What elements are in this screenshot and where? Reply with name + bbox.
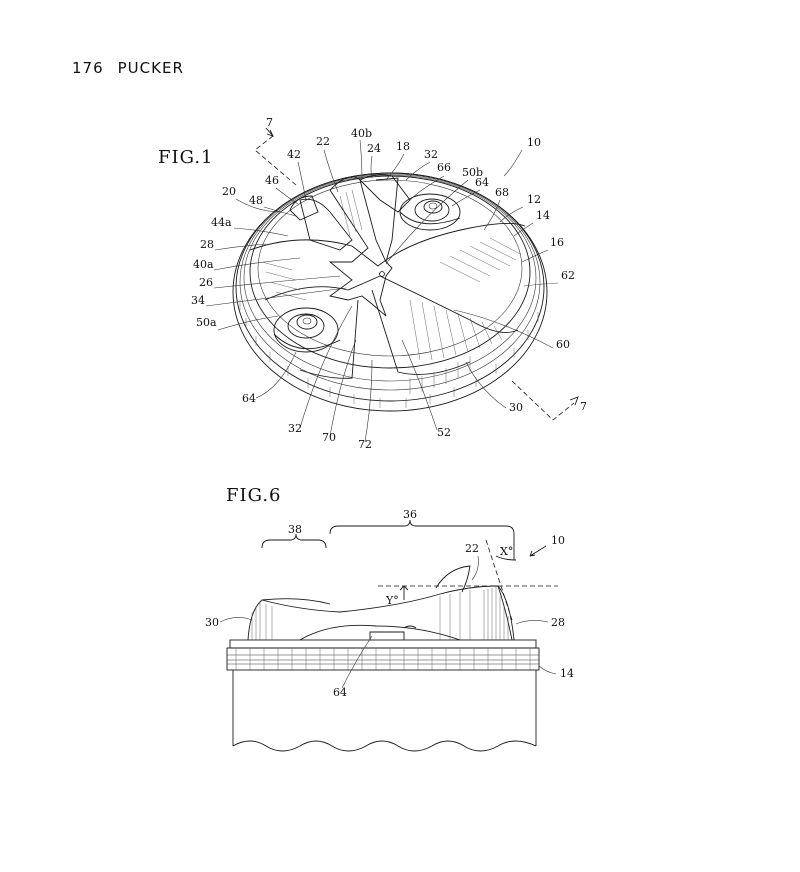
vent-plug-upper bbox=[399, 193, 461, 231]
section-line-bottom bbox=[511, 380, 579, 421]
fig6-leaders bbox=[219, 545, 557, 689]
reference-label: 70 bbox=[322, 431, 336, 444]
reference-label: 64 bbox=[475, 176, 489, 189]
reference-label: Y° bbox=[385, 594, 399, 607]
rim-band bbox=[226, 639, 540, 671]
reference-label: 28 bbox=[551, 616, 565, 629]
reference-label: 22 bbox=[465, 542, 479, 555]
reference-label: 16 bbox=[550, 236, 564, 249]
reference-label: 30 bbox=[509, 401, 523, 414]
fig6-drawing: FIG.6 bbox=[205, 485, 574, 752]
fig6-labels: 38 36 22 X° 10Y° 30 28 14 64 bbox=[205, 508, 574, 699]
reference-label: 50a bbox=[196, 316, 217, 329]
page-number: 176 bbox=[72, 59, 104, 77]
reference-label: 10 bbox=[527, 136, 541, 149]
reference-label: 24 bbox=[367, 142, 381, 155]
reference-label: 12 bbox=[527, 193, 541, 206]
lid-profile bbox=[247, 565, 515, 641]
reference-label: 30 bbox=[205, 616, 219, 629]
reference-label: 32 bbox=[424, 148, 438, 161]
reference-label: 48 bbox=[249, 194, 263, 207]
fig6-title: FIG.6 bbox=[226, 485, 282, 506]
reference-label: 64 bbox=[242, 392, 256, 405]
reference-label: 14 bbox=[560, 667, 574, 680]
reference-label: 36 bbox=[403, 508, 417, 521]
cup-body bbox=[232, 670, 537, 752]
fig1-leaders bbox=[205, 139, 559, 443]
reference-label: 10 bbox=[551, 534, 565, 547]
reference-label: 40b bbox=[351, 127, 372, 140]
reference-label: 22 bbox=[316, 135, 330, 148]
reference-label: 32 bbox=[288, 422, 302, 435]
fig1-title: FIG.1 bbox=[158, 147, 214, 168]
section-line-top bbox=[254, 127, 297, 186]
reference-label: 72 bbox=[358, 438, 372, 451]
reference-label: 38 bbox=[288, 523, 302, 536]
reference-label: 18 bbox=[396, 140, 410, 153]
reference-label: 50b bbox=[462, 166, 483, 179]
reference-label: 34 bbox=[191, 294, 205, 307]
page-header: 176 PUCKER bbox=[72, 59, 198, 77]
dimension-brackets bbox=[261, 519, 515, 560]
angle-lines bbox=[378, 539, 558, 621]
lid-interior bbox=[249, 223, 526, 394]
reference-label: 28 bbox=[200, 238, 214, 251]
page-title: PUCKER bbox=[117, 59, 184, 77]
fig1-drawing: FIG.1 bbox=[158, 116, 587, 451]
reference-label: 42 bbox=[287, 148, 301, 161]
reference-label: 46 bbox=[265, 174, 279, 187]
reference-label: 66 bbox=[437, 161, 451, 174]
reference-label: 40a bbox=[193, 258, 214, 271]
reference-label: 68 bbox=[495, 186, 509, 199]
reference-label: 60 bbox=[556, 338, 570, 351]
reference-label: 20 bbox=[222, 185, 236, 198]
reference-label: 26 bbox=[199, 276, 213, 289]
reference-label: 7 bbox=[266, 116, 273, 129]
lid-rim bbox=[232, 172, 548, 412]
reference-label: 7 bbox=[580, 400, 587, 413]
vent-plug-lower bbox=[273, 307, 341, 353]
reference-label: 62 bbox=[561, 269, 575, 282]
reference-label: 52 bbox=[437, 426, 451, 439]
reference-label: 14 bbox=[536, 209, 550, 222]
reference-label: 64 bbox=[333, 686, 347, 699]
reference-label: 44a bbox=[211, 216, 232, 229]
reference-label: X° bbox=[500, 545, 513, 558]
